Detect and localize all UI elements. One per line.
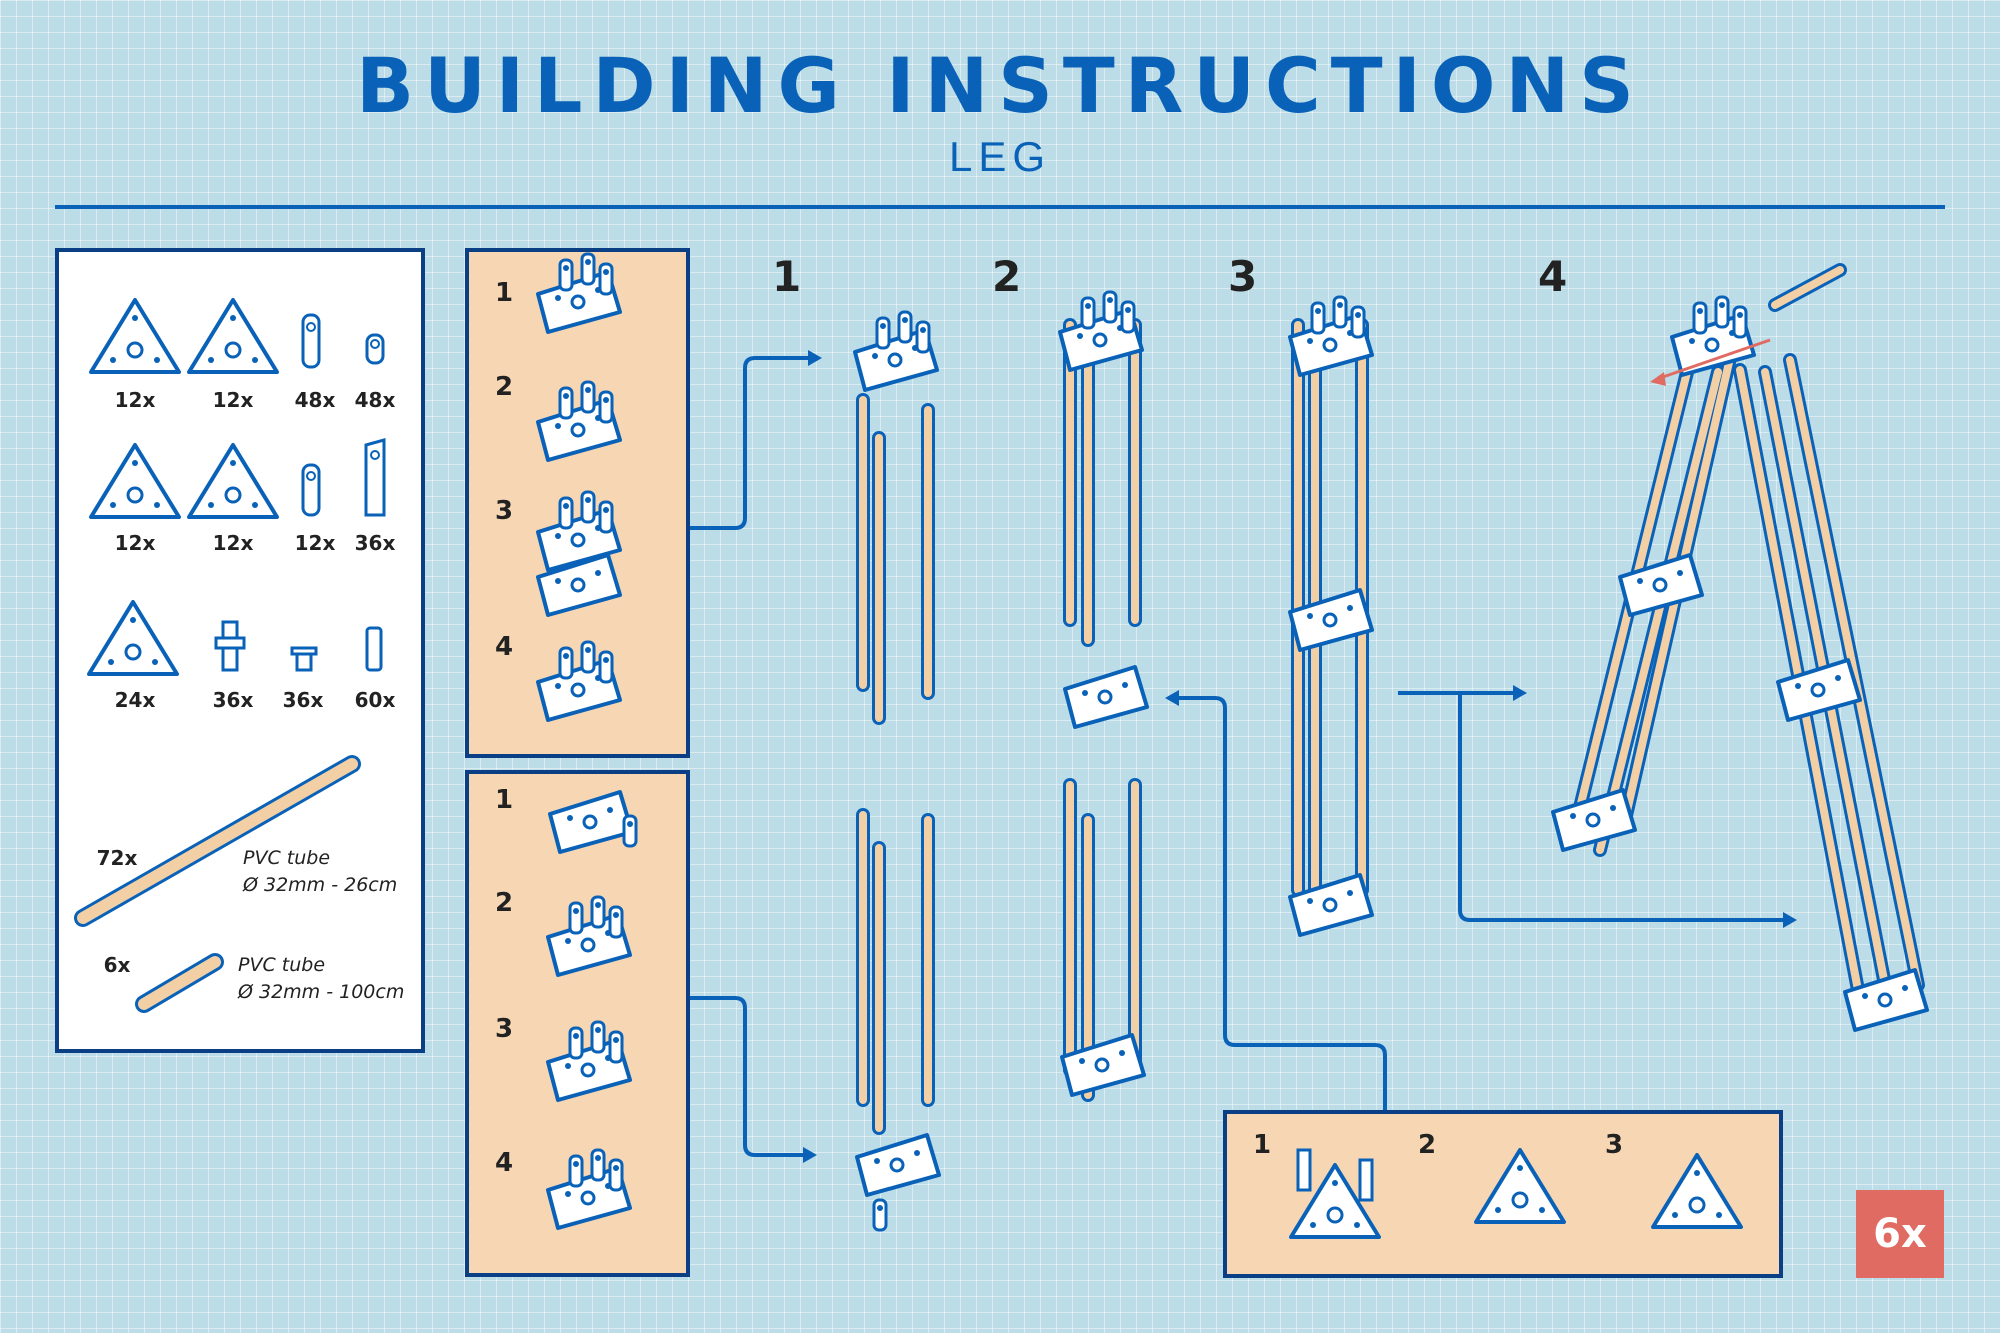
part-qty: 36x <box>354 531 396 555</box>
sub-step-label: 1 <box>495 278 514 308</box>
part-qty: 36x <box>212 688 254 712</box>
part-qty: 12x <box>212 531 254 555</box>
quantity-badge: 6x <box>1856 1190 1944 1278</box>
tube-size: Ø 32mm - 100cm <box>238 981 405 1003</box>
part-qty: 12x <box>294 531 336 555</box>
part-qty: 36x <box>282 688 324 712</box>
header-divider <box>55 205 1945 209</box>
main-step-label: 1 <box>772 252 802 301</box>
part-qty: 12x <box>114 388 156 412</box>
main-step-label: 4 <box>1538 252 1568 301</box>
tube-description: PVC tube Ø 32mm - 100cm <box>238 952 404 1006</box>
part-qty: 48x <box>294 388 336 412</box>
tube-description: PVC tube Ø 32mm - 26cm <box>243 845 397 899</box>
sub-step-label: 1 <box>495 785 514 815</box>
sub-assembly-middle-icons <box>1289 1148 1743 1239</box>
tube-name: PVC tube <box>243 847 331 869</box>
part-icon-triangle-plate <box>87 298 279 676</box>
arrow-heads <box>803 350 1797 1163</box>
sub-step-label: 3 <box>495 496 514 526</box>
sub-step-label: 2 <box>495 888 514 918</box>
sub-step-label: 2 <box>1418 1130 1437 1160</box>
tube-qty: 72x <box>96 846 138 870</box>
page-title: BUILDING INSTRUCTIONS <box>356 41 1644 130</box>
sub-step-label: 1 <box>1253 1130 1272 1160</box>
part-qty: 24x <box>114 688 156 712</box>
step1-assembly <box>855 312 941 1232</box>
part-qty: 60x <box>354 688 396 712</box>
part-qty: 12x <box>114 531 156 555</box>
sub-assembly-top-icons <box>536 254 622 720</box>
part-icon-lug <box>301 313 386 517</box>
sub-step-label: 4 <box>495 1148 514 1178</box>
step4-assembly <box>1551 263 1929 1032</box>
part-qty: 48x <box>354 388 396 412</box>
part-icon-pvc-tube <box>74 755 361 1013</box>
part-qty: 12x <box>212 388 254 412</box>
part-icon-connector <box>214 620 383 672</box>
main-step-label: 3 <box>1228 252 1258 301</box>
page-subtitle: LEG <box>948 133 1052 180</box>
main-step-label: 2 <box>992 252 1022 301</box>
sub-step-label: 2 <box>495 372 514 402</box>
tube-size: Ø 32mm - 26cm <box>243 874 398 896</box>
step3-assembly <box>1288 297 1374 937</box>
sub-step-label: 3 <box>1605 1130 1624 1160</box>
tube-name: PVC tube <box>238 954 326 976</box>
sub-assembly-bottom-icons <box>548 790 638 1228</box>
sub-step-label: 3 <box>495 1014 514 1044</box>
tube-qty: 6x <box>103 953 131 977</box>
sub-step-label: 4 <box>495 632 514 662</box>
step2-assembly <box>1060 292 1149 1102</box>
flow-arrows <box>690 356 1785 1157</box>
